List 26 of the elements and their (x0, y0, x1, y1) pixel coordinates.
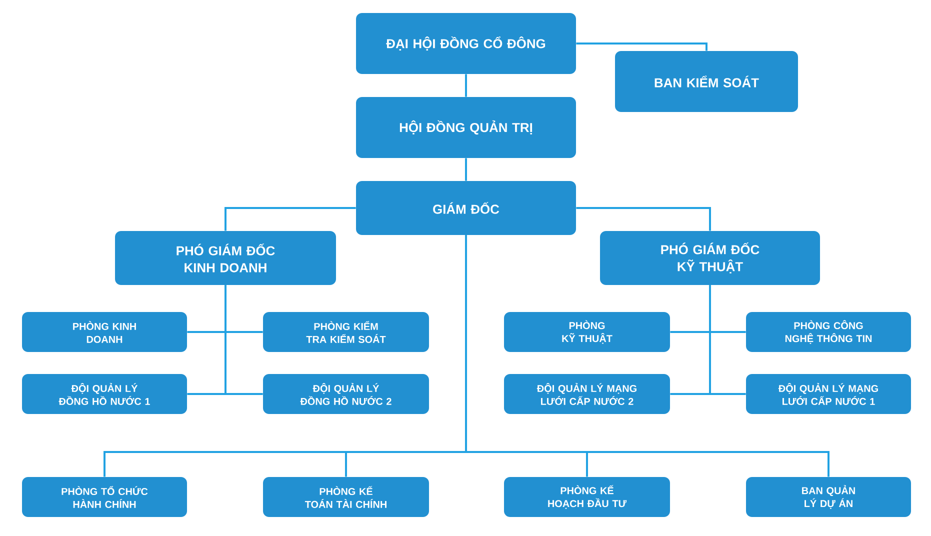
org-box: PHÒNG CÔNG NGHỆ THÔNG TIN (746, 312, 911, 352)
connector-line (224, 207, 356, 231)
connector-line (576, 207, 711, 231)
connector-line (709, 285, 746, 395)
org-box: BAN QUẢN LÝ DỰ ÁN (746, 477, 911, 517)
connector-line (224, 285, 263, 395)
org-box: ĐỘI QUẢN LÝ MẠNG LƯỚI CẤP NƯỚC 1 (746, 374, 911, 414)
org-box: PHÒNG KẾ HOẠCH ĐẦU TƯ (504, 477, 670, 517)
org-box: BAN KIỂM SOÁT (615, 51, 798, 112)
org-box: ĐỘI QUẢN LÝ ĐỒNG HỒ NƯỚC 2 (263, 374, 429, 414)
connector-line (465, 74, 467, 97)
org-box: PHÓ GIÁM ĐỐC KINH DOANH (115, 231, 336, 285)
org-box: PHÒNG KINH DOANH (22, 312, 187, 352)
org-box: PHÓ GIÁM ĐỐC KỸ THUẬT (600, 231, 820, 285)
org-box: ĐỘI QUẢN LÝ MẠNG LƯỚI CẤP NƯỚC 2 (504, 374, 670, 414)
org-box: PHÒNG KIỂM TRA KIỂM SOÁT (263, 312, 429, 352)
org-box: PHÒNG TỔ CHỨC HÀNH CHÍNH (22, 477, 187, 517)
org-box: ĐẠI HỘI ĐỒNG CỔ ĐÔNG (356, 13, 576, 74)
org-box: PHÒNG KẾ TOÁN TÀI CHÍNH (263, 477, 429, 517)
connector-line (576, 42, 708, 51)
connector-line (465, 235, 830, 477)
org-box: GIÁM ĐỐC (356, 181, 576, 235)
connector-line (465, 158, 467, 181)
org-box: HỘI ĐỒNG QUẢN TRỊ (356, 97, 576, 158)
org-box: PHÒNG KỸ THUẬT (504, 312, 670, 352)
org-box: ĐỘI QUẢN LÝ ĐỒNG HỒ NƯỚC 1 (22, 374, 187, 414)
